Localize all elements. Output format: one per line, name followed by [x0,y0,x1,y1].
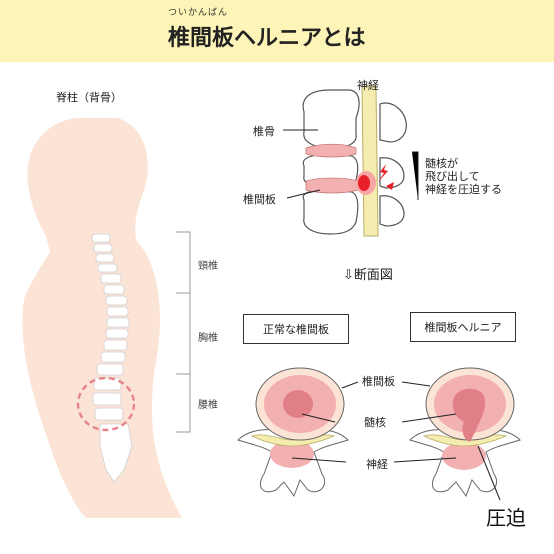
callout-line: 神経を圧迫する [425,183,502,196]
callout-line: 飛び出して [425,170,480,183]
cross-section-heading: ⇩断面図 [343,268,393,283]
normal-cross-section [237,367,349,498]
page-title: 椎間板ヘルニアとは [168,26,366,51]
callout-text: 髄核が 飛び出して 神経を圧迫する [425,157,502,196]
spine-label: 脊柱（背骨） [56,91,122,104]
lumbar-highlight [76,376,136,432]
disc-label-side: 椎間板 [243,193,276,206]
spine [91,233,133,483]
hernia-cross-section [409,367,521,498]
herniation [356,164,394,195]
lumbar-label: 腰椎 [198,400,218,411]
nerve-label-top: 神経 [357,79,379,92]
cervical-label: 頸椎 [198,261,218,272]
normal-disc-label: 正常な椎間板 [243,314,349,344]
vertebra-label: 椎骨 [253,125,275,138]
title-banner [0,0,554,62]
nerve-label-cross: 神経 [366,458,388,471]
body-silhouette [22,117,182,518]
callout-line: 髄核が [425,157,458,170]
region-brackets [176,231,191,433]
disc-label-cross: 椎間板 [362,375,395,388]
discs [305,143,359,194]
hernia-disc-label: 椎間板ヘルニア [410,312,516,342]
thoracic-label: 胸椎 [198,333,218,344]
title-furigana: ついかんばん [168,8,229,18]
compression-label: 圧迫 [486,506,526,530]
nucleus-label: 髄核 [364,416,386,429]
